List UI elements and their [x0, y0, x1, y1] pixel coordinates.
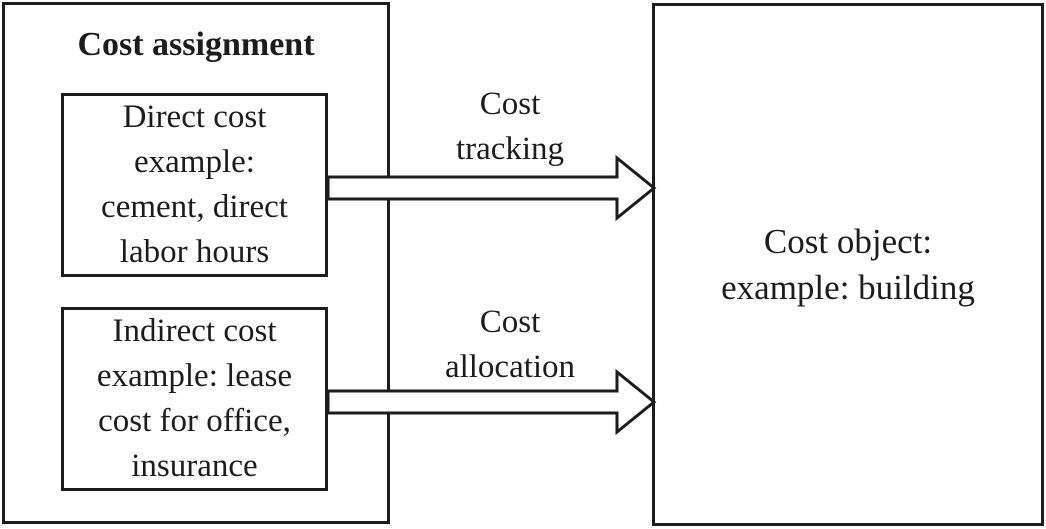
- cost-allocation-label-line: allocation: [444, 349, 576, 385]
- cost-allocation-label: Cost allocation: [400, 300, 620, 390]
- indirect-cost-box-line: cost for office,: [98, 403, 291, 439]
- cost-allocation-label-line: Cost: [479, 304, 541, 340]
- cost-object-box-line: Cost object:: [763, 221, 933, 261]
- cost-object-box: Cost object: example: building: [652, 3, 1044, 526]
- direct-cost-box: Direct cost example: cement, direct labo…: [61, 93, 328, 277]
- cost-assignment-title: Cost assignment: [77, 26, 315, 63]
- indirect-cost-box-line: example: lease: [96, 358, 293, 394]
- direct-cost-box-line: labor hours: [119, 234, 270, 270]
- direct-cost-box-line: example:: [134, 144, 255, 180]
- direct-cost-box-line: Direct cost: [122, 99, 267, 135]
- cost-tracking-label: Cost tracking: [400, 82, 620, 172]
- indirect-cost-box-line: insurance: [131, 448, 258, 484]
- cost-tracking-label-line: tracking: [455, 131, 565, 167]
- cost-tracking-label-line: Cost: [479, 86, 541, 122]
- cost-object-box-line: example: building: [721, 267, 975, 307]
- indirect-cost-box: Indirect cost example: lease cost for of…: [61, 307, 328, 491]
- indirect-cost-box-line: Indirect cost: [112, 313, 277, 349]
- direct-cost-box-line: cement, direct: [101, 189, 288, 225]
